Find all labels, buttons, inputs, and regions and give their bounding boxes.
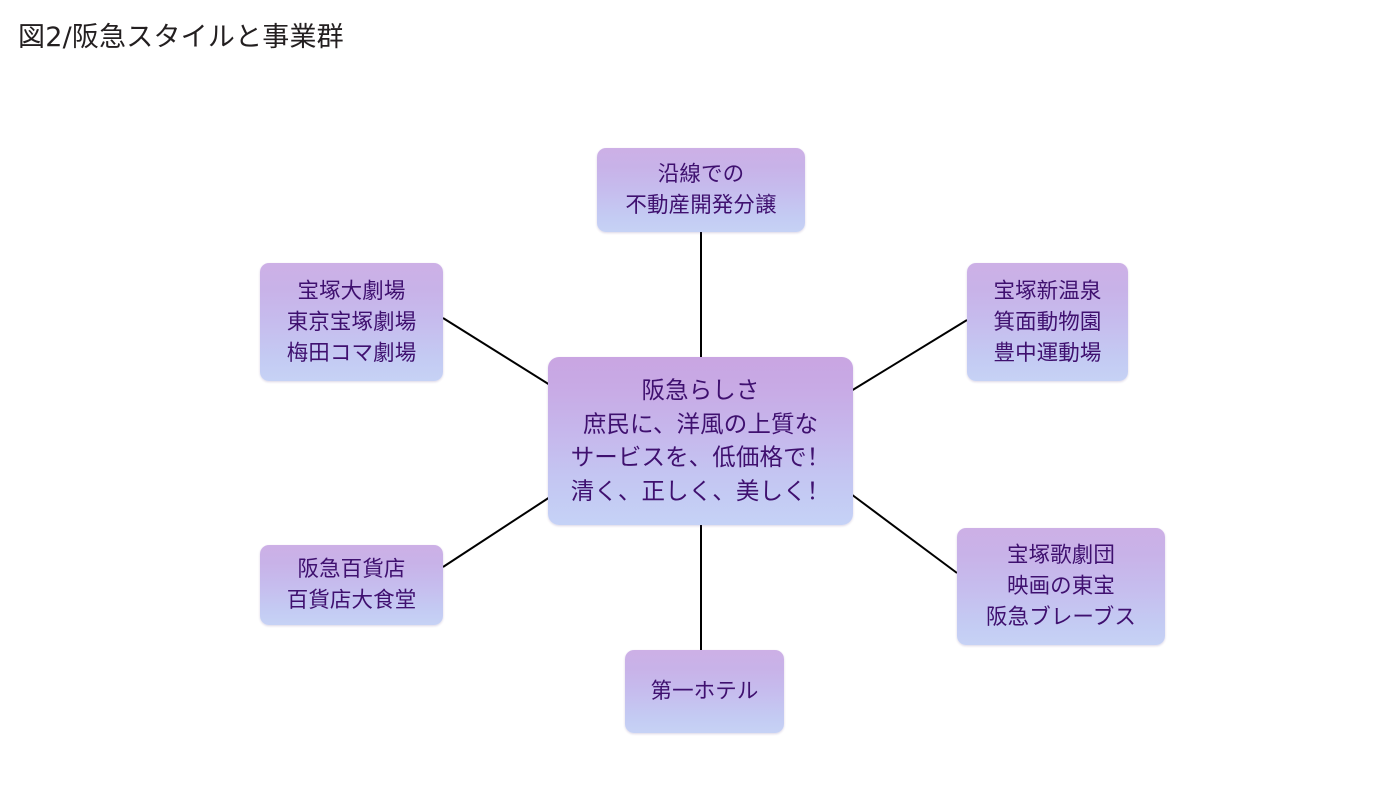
node-top-line-1: 沿線での <box>657 162 745 187</box>
node-upper-left-line-1: 宝塚大劇場 <box>297 278 406 304</box>
node-lower-right-line-1: 宝塚歌劇団 <box>1006 543 1115 568</box>
node-center-line-4: 清く、正しく、美しく！ <box>570 476 831 505</box>
node-upper-right-line-3: 豊中運動場 <box>993 340 1102 366</box>
page-title: 図2/阪急スタイルと事業群 <box>18 22 344 53</box>
node-bottom-line-1: 第一ホテル <box>650 679 759 704</box>
node-lower-left-line-2: 百貨店大食堂 <box>286 588 417 613</box>
node-top-real-estate[interactable]: 沿線での 不動産開発分譲 <box>597 148 805 232</box>
node-upper-left-line-3: 梅田コマ劇場 <box>286 340 417 366</box>
node-top-line-2: 不動産開発分譲 <box>625 193 777 218</box>
node-lower-left-department-store[interactable]: 阪急百貨店 百貨店大食堂 <box>260 545 443 625</box>
node-lower-right-entertainment[interactable]: 宝塚歌劇団 映画の東宝 阪急ブレーブス <box>957 528 1165 645</box>
connector-center-to-lower-right <box>850 493 958 574</box>
connector-center-to-upper-left <box>442 317 551 386</box>
node-lower-left-line-1: 阪急百貨店 <box>297 557 406 582</box>
node-center-hankyu-rashisa[interactable]: 阪急らしさ 庶民に、洋風の上質な サービスを、低価格で！ 清く、正しく、美しく！ <box>548 357 853 525</box>
node-lower-right-line-2: 映画の東宝 <box>1006 574 1115 599</box>
node-center-line-3: サービスを、低価格で！ <box>570 443 831 471</box>
connector-center-to-lower-left <box>442 496 551 568</box>
node-center-line-2: 庶民に、洋風の上質な <box>582 409 819 438</box>
node-upper-right-line-2: 箕面動物園 <box>993 309 1102 335</box>
node-center-line-1: 阪急らしさ <box>641 376 760 404</box>
node-upper-left-line-2: 東京宝塚劇場 <box>286 309 417 335</box>
connector-center-to-upper-right <box>850 319 968 392</box>
node-upper-left-theaters[interactable]: 宝塚大劇場 東京宝塚劇場 梅田コマ劇場 <box>260 263 443 381</box>
node-bottom-hotel[interactable]: 第一ホテル <box>625 650 784 733</box>
node-upper-right-leisure[interactable]: 宝塚新温泉 箕面動物園 豊中運動場 <box>967 263 1128 381</box>
node-upper-right-line-1: 宝塚新温泉 <box>993 278 1102 304</box>
node-lower-right-line-3: 阪急ブレーブス <box>986 605 1136 630</box>
